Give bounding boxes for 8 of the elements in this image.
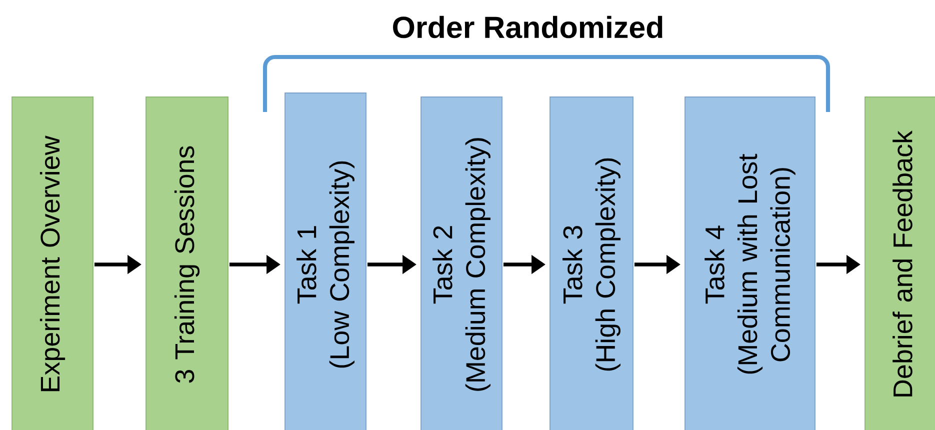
step-box: 3 Training Sessions bbox=[146, 96, 228, 430]
task-box: Task 1 (Low Complexity) bbox=[284, 92, 366, 430]
task-box: Task 4 (Medium with Lost Communication) bbox=[684, 96, 816, 430]
step-box: Experiment Overview bbox=[12, 96, 94, 430]
step-box: Debrief and Feedback bbox=[864, 96, 935, 430]
bracket-label: Order Randomized bbox=[393, 16, 662, 38]
task-box: Task 2 (Medium Complexity) bbox=[420, 96, 502, 430]
task-box: Task 3 (High Complexity) bbox=[550, 96, 634, 430]
